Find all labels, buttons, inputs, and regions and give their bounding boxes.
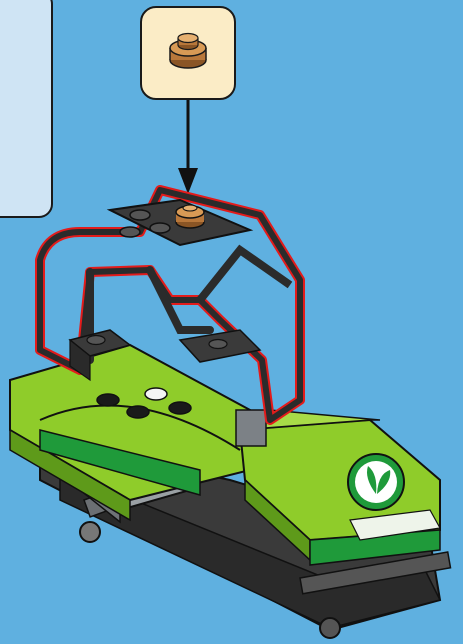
down-arrow-icon	[178, 100, 198, 194]
grey-connector	[236, 410, 266, 446]
